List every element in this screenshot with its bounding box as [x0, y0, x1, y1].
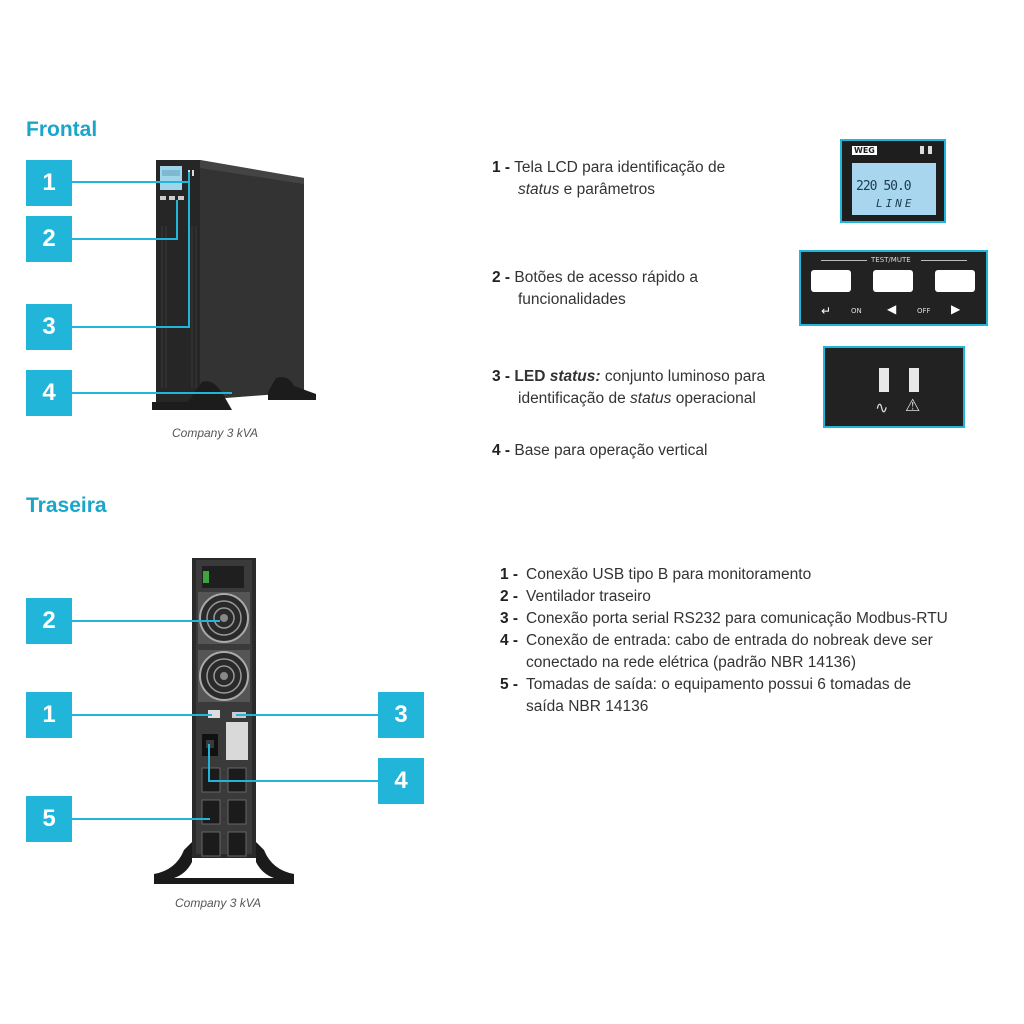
traseira-item-1: 1 - Conexão USB tipo B para monitorament… [500, 564, 1010, 586]
traseira-leader-5 [72, 818, 210, 820]
frontal-item-3-text2b: operacional [671, 390, 756, 407]
frontal-item-3-italic: status [630, 390, 672, 407]
frontal-item-3-text2a: identificação de [518, 390, 631, 407]
frontal-item-1-italic: status [518, 181, 560, 198]
traseira-item-3: 3 - Conexão porta serial RS232 para comu… [500, 608, 1010, 630]
frontal-leader-2 [72, 238, 178, 240]
frontal-badge-2: 2 [26, 216, 72, 262]
right-button[interactable] [935, 270, 975, 292]
frontal-leader-1 [72, 181, 190, 183]
on-label: ON [851, 307, 862, 315]
traseira-badge-4: 4 [378, 758, 424, 804]
left-arrow-icon: ◀ [887, 302, 897, 316]
frontal-item-3-bold: LED [514, 368, 550, 385]
frontal-leader-3 [72, 326, 190, 328]
traseira-item-2: 2 - Ventilador traseiro [500, 586, 1010, 608]
frontal-leader-4 [72, 392, 232, 394]
frontal-item-2-text2: funcionalidades [518, 291, 626, 308]
traseira-leader-4 [208, 780, 378, 782]
traseira-badge-3: 3 [378, 692, 424, 738]
traseira-item-3-num: 3 - [500, 610, 519, 627]
test-mute-label: TEST/MUTE [871, 256, 911, 264]
right-arrow-icon: ▶ [951, 302, 961, 316]
traseira-item-5-text: Tomadas de saída: o equipamento possui 6… [526, 676, 912, 693]
left-button[interactable] [873, 270, 913, 292]
traseira-item-1-num: 1 - [500, 566, 519, 583]
enter-button[interactable] [811, 270, 851, 292]
traseira-leader-3 [236, 714, 378, 716]
frontal-caption: Company 3 kVA [172, 426, 259, 440]
traseira-item-3-text: Conexão porta serial RS232 para comunica… [526, 610, 948, 627]
traseira-badge-1: 1 [26, 692, 72, 738]
traseira-item-1-text: Conexão USB tipo B para monitoramento [526, 566, 812, 583]
frontal-badge-1: 1 [26, 160, 72, 206]
lcd-screen: 220 50.0 LINE [852, 163, 936, 215]
traseira-item-2-text: Ventilador traseiro [526, 588, 651, 605]
line-led [879, 368, 889, 392]
traseira-item-4-text2: conectado na rede elétrica (padrão NBR 1… [526, 654, 857, 671]
frontal-badge-4: 4 [26, 370, 72, 416]
traseira-leader-1 [72, 714, 212, 716]
frontal-item-4-num: 4 - [492, 442, 511, 459]
lcd-mode: LINE [876, 197, 915, 210]
frontal-item-2-num: 2 - [492, 269, 511, 286]
frontal-item-3-text: conjunto luminoso para [600, 368, 766, 385]
frontal-item-1-text: Tela LCD para identificação de [514, 159, 726, 176]
frontal-item-1-num: 1 - [492, 159, 511, 176]
frontal-leader-2b [176, 200, 178, 240]
frontal-heading: Frontal [26, 118, 98, 141]
frontal-item-4: 4 - Base para operação vertical [492, 440, 707, 462]
off-label: OFF [917, 307, 931, 315]
traseira-caption: Company 3 kVA [175, 896, 262, 910]
frontal-item-4-text: Base para operação vertical [514, 442, 708, 459]
traseira-leader-2 [72, 620, 220, 622]
lcd-closeup: WEG 220 50.0 LINE [840, 139, 946, 223]
frontal-item-3-num: 3 - [492, 368, 511, 385]
frontal-item-2: 2 - Botões de acesso rápido a funcionali… [492, 267, 698, 311]
frontal-item-3-bold-italic: status: [549, 368, 601, 385]
frontal-badge-3: 3 [26, 304, 72, 350]
traseira-leader-4b [208, 744, 210, 782]
traseira-item-4: 4 - Conexão de entrada: cabo de entrada … [500, 630, 1010, 674]
traseira-badge-5: 5 [26, 796, 72, 842]
traseira-list: 1 - Conexão USB tipo B para monitorament… [500, 564, 1010, 718]
traseira-item-5-text2: saída NBR 14136 [526, 698, 649, 715]
led-closeup: ∿ ⚠ [823, 346, 965, 428]
traseira-heading: Traseira [26, 494, 107, 517]
traseira-item-4-text: Conexão de entrada: cabo de entrada do n… [526, 632, 933, 649]
traseira-item-2-num: 2 - [500, 588, 519, 605]
traseira-item-4-num: 4 - [500, 632, 519, 649]
frontal-leader-3b [188, 172, 190, 328]
ups-front-illustration [152, 160, 316, 410]
lcd-reading-b: 50.0 [883, 179, 911, 194]
frontal-item-3: 3 - LED status: conjunto luminoso para i… [492, 366, 765, 410]
enter-icon: ↵ [821, 304, 832, 318]
ac-wave-icon: ∿ [875, 398, 889, 417]
frontal-item-1: 1 - Tela LCD para identificação de statu… [492, 157, 725, 201]
buttons-closeup: TEST/MUTE ↵ ON ◀ OFF ▶ [799, 250, 988, 326]
warning-icon: ⚠ [905, 396, 921, 416]
ups-rear-illustration [154, 558, 294, 884]
traseira-item-5-num: 5 - [500, 676, 519, 693]
frontal-item-1-rest: e parâmetros [559, 181, 655, 198]
traseira-item-5: 5 - Tomadas de saída: o equipamento poss… [500, 674, 1010, 718]
frontal-item-2-text: Botões de acesso rápido a [514, 269, 698, 286]
brand-logo: WEG [852, 146, 877, 155]
fault-led [909, 368, 919, 392]
lcd-reading-a: 220 [856, 179, 878, 194]
traseira-badge-2: 2 [26, 598, 72, 644]
